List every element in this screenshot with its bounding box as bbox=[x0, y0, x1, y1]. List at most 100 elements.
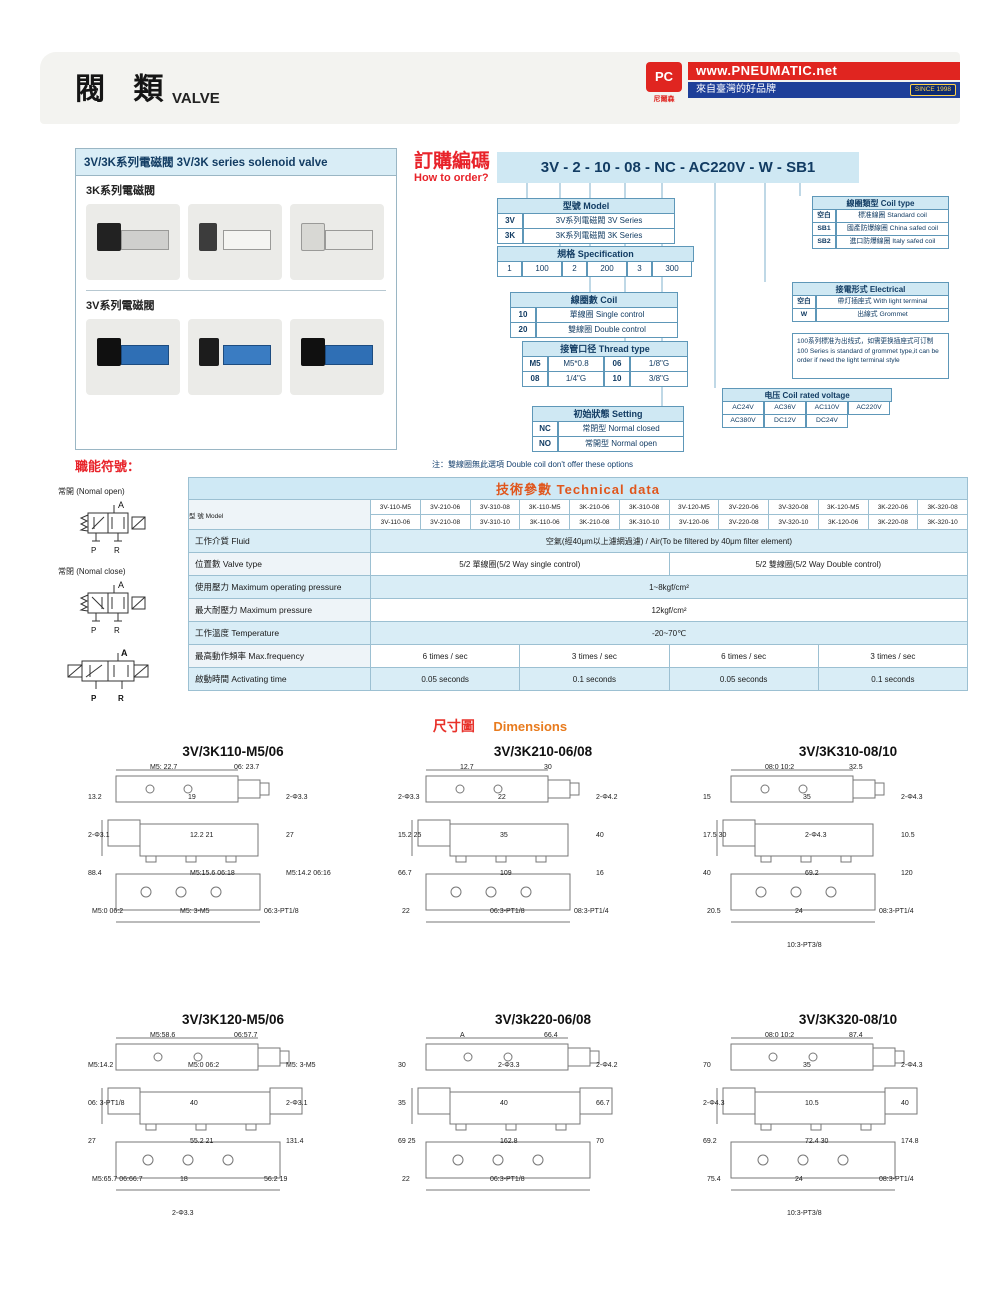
body-part bbox=[325, 345, 373, 365]
coil-part bbox=[301, 223, 325, 251]
row-label: 使用壓力 Maximum operating pressure bbox=[188, 575, 371, 599]
order-code: 3V - 2 - 10 - 08 - NC - AC220V - W - SB1 bbox=[497, 152, 859, 183]
dimension-label: 40 bbox=[596, 832, 604, 839]
dimension-label: 2-Φ4.2 bbox=[596, 794, 618, 801]
dimension-label: 2-Φ4.3 bbox=[901, 1062, 923, 1069]
dimension-label: 162.8 bbox=[500, 1138, 518, 1145]
model-cell: 3K-210-08 bbox=[569, 514, 620, 530]
electrical-note: 100系列標准为出线式，如需更换插座式可订制 100 Series is sta… bbox=[792, 333, 949, 379]
spec-cell: 3 bbox=[627, 262, 652, 277]
dimension-label: 66.7 bbox=[398, 870, 412, 877]
operating-pressure-value: 1~8kgf/cm² bbox=[370, 575, 968, 599]
max-pressure-row: 最大耐壓力 Maximum pressure 12kgf/cm² bbox=[188, 598, 968, 622]
model-desc: 3K系列電磁閥 3K Series bbox=[523, 229, 675, 244]
model-cell: 3V-310-08 bbox=[469, 499, 521, 515]
model-cell: 3K-210-06 bbox=[569, 499, 620, 515]
activating-time-value: 0.05 seconds bbox=[668, 667, 819, 691]
body-part bbox=[325, 230, 373, 250]
drawing-title: 3V/3K320-08/10 bbox=[798, 1012, 898, 1027]
dimension-label: 12.7 bbox=[460, 764, 474, 771]
valve-illustration bbox=[301, 338, 373, 373]
port-p-label: P bbox=[91, 546, 96, 555]
activating-time-value: 0.1 seconds bbox=[817, 667, 969, 691]
brand-url: www.PNEUMATIC.net bbox=[688, 62, 960, 80]
thread-size: 1/4"G bbox=[548, 372, 604, 387]
model-cell: 3K-320-08 bbox=[917, 499, 968, 515]
voltage-table-title: 电压 Coil rated voltage bbox=[722, 388, 892, 402]
dimension-label: 06:57.7 bbox=[234, 1032, 258, 1039]
body-part bbox=[121, 230, 169, 250]
dimension-label: 69.2 bbox=[805, 870, 819, 877]
dimension-label: 2-Φ3.1 bbox=[88, 832, 110, 839]
voltage-cell: AC36V bbox=[764, 402, 806, 415]
dimension-label: 66.4 bbox=[544, 1032, 558, 1039]
activating-time-value: 0.05 seconds bbox=[369, 667, 521, 691]
dimension-label: 27 bbox=[286, 832, 294, 839]
setting-code: NO bbox=[532, 437, 558, 452]
electrical-desc: 帶灯插座式 With light terminal bbox=[816, 296, 949, 309]
brand-tagline-text: 來自臺灣的好品牌 bbox=[696, 84, 776, 95]
product-photo bbox=[188, 319, 282, 395]
dimension-label: 10.5 bbox=[805, 1100, 819, 1107]
brand-logo-subtext: 尼爾森 bbox=[653, 96, 675, 103]
coil-type-code: SB1 bbox=[812, 223, 836, 236]
coil-part bbox=[199, 338, 219, 366]
dimension-label: 40 bbox=[703, 870, 711, 877]
dimension-label: M5:65.7 06:66.7 bbox=[92, 1176, 143, 1183]
port-r-label: R bbox=[114, 626, 120, 635]
row-label: 最高動作頻率 Max.frequency bbox=[188, 644, 371, 668]
model-code: 3K bbox=[497, 229, 523, 244]
valve-symbol-normal-close: A P R bbox=[79, 580, 146, 635]
dimension-label: 87.4 bbox=[849, 1032, 863, 1039]
dimension-label: 18 bbox=[180, 1176, 188, 1183]
dimension-label: M5:15.6 06:18 bbox=[190, 870, 235, 877]
series-3k-label: 3K系列電磁閥 bbox=[86, 185, 156, 197]
dimension-label: M5: 3-M5 bbox=[286, 1062, 316, 1069]
dimension-label: 56.2 19 bbox=[264, 1176, 288, 1183]
dimension-label: 06:3-PT1/8 bbox=[264, 908, 299, 915]
valve-illustration bbox=[199, 223, 271, 258]
voltage-cell: DC12V bbox=[764, 415, 806, 428]
valve-illustration bbox=[97, 338, 169, 373]
dimension-label: 08:3-PT1/4 bbox=[574, 908, 609, 915]
dimension-label: 55.2 21 bbox=[190, 1138, 214, 1145]
thread-size: 1/8"G bbox=[630, 357, 688, 372]
dimension-label: 40 bbox=[500, 1100, 508, 1107]
model-cell: 3K-120-06 bbox=[817, 514, 869, 530]
electrical-table: 接電形式 Electrical 空白帶灯插座式 With light termi… bbox=[792, 282, 949, 322]
coil-part bbox=[97, 338, 121, 366]
coil-desc: 雙線圈 Double control bbox=[536, 323, 678, 338]
fluid-value: 空氣(經40μm以上濾網過濾) / Air(To be filtered by … bbox=[370, 529, 968, 553]
valve-illustration bbox=[97, 223, 169, 258]
dimension-label: 19 bbox=[188, 794, 196, 801]
operating-pressure-row: 使用壓力 Maximum operating pressure 1~8kgf/c… bbox=[188, 575, 968, 599]
spec-cell: 1 bbox=[497, 262, 522, 277]
port-a-label: A bbox=[118, 500, 124, 510]
dimension-label: M5:0 06:2 bbox=[188, 1062, 220, 1069]
thread-code: 06 bbox=[604, 357, 630, 372]
electrical-code: W bbox=[792, 309, 816, 322]
setting-desc: 常開型 Normal open bbox=[558, 437, 684, 452]
setting-table-title: 初始狀態 Setting bbox=[532, 406, 684, 422]
model-code: 3V bbox=[497, 214, 523, 229]
model-cell: 3K-220-06 bbox=[867, 499, 919, 515]
frequency-value: 6 times / sec bbox=[668, 644, 819, 668]
series-heading: 3V/3K系列電磁閥 3V/3K series solenoid valve bbox=[76, 149, 396, 176]
thread-table-title: 接管口径 Thread type bbox=[522, 341, 688, 357]
dimension-label: 32.5 bbox=[849, 764, 863, 771]
model-desc: 3V系列電磁閥 3V Series bbox=[523, 214, 675, 229]
port-p-label: P bbox=[91, 694, 97, 703]
dimension-label: 24 bbox=[795, 908, 803, 915]
